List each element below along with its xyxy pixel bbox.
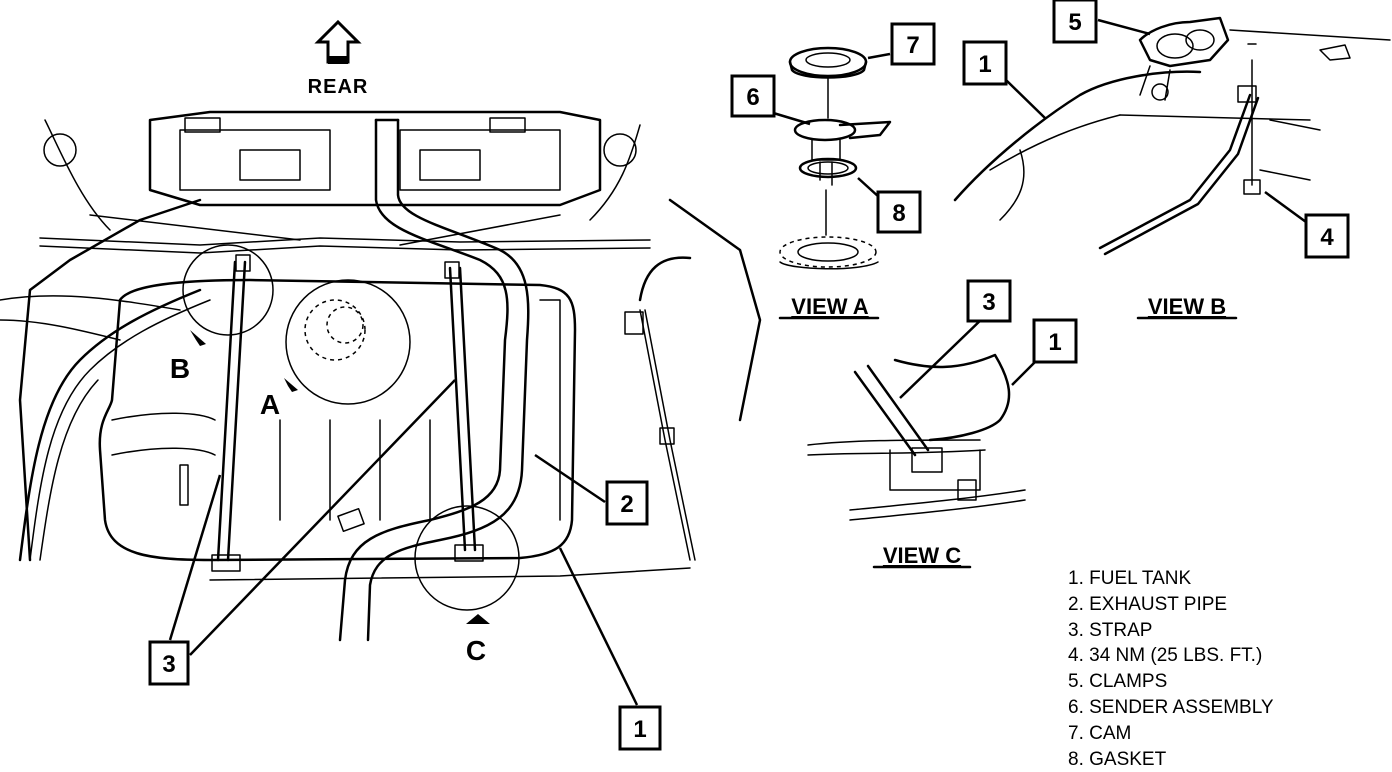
legend-item-fuel-tank: 1. FUEL TANK [1068, 568, 1192, 589]
callout-view-c-fuel-tank: 1 [1032, 318, 1078, 364]
detail-a-circle [285, 279, 411, 405]
svg-text:1: 1 [633, 716, 646, 743]
callout-view-a-cam: 7 [890, 22, 936, 66]
detail-letter-a: A [260, 389, 280, 420]
main-underbody-view: REAR [0, 19, 762, 751]
legend-item-cam: 7. CAM [1068, 722, 1132, 744]
legend-item-exhaust-pipe: 2. EXHAUST PIPE [1068, 593, 1228, 615]
detail-b-circle [182, 244, 274, 336]
svg-text:1: 1 [1048, 329, 1061, 356]
view-b: 5 1 4 VIEW B [953, 0, 1391, 320]
svg-text:2: 2 [620, 491, 633, 518]
view-a-label: VIEW A [791, 294, 869, 319]
detail-letter-b: B [170, 353, 190, 384]
detail-a-arrow-icon [284, 378, 298, 392]
callout-main-exhaust-pipe: 2 [605, 480, 649, 526]
svg-text:4: 4 [1320, 224, 1334, 251]
callout-view-a-gasket: 8 [876, 190, 922, 234]
svg-text:7: 7 [906, 32, 919, 59]
legend-item-torque: 4. 34 NM (25 LBS. FT.) [1068, 645, 1263, 667]
view-c: 3 1 VIEW C [807, 279, 1078, 569]
view-b-label: VIEW B [1148, 294, 1226, 319]
callout-view-b-fuel-tank: 1 [962, 40, 1008, 86]
detail-c-circle [414, 505, 520, 611]
legend-item-gasket: 8. GASKET [1068, 748, 1167, 770]
callout-view-b-bolt: 4 [1304, 213, 1350, 259]
rear-arrow-icon [314, 19, 362, 64]
rear-label: REAR [308, 76, 369, 98]
callout-view-a-sender: 6 [730, 74, 776, 118]
detail-b-arrow-icon [190, 330, 206, 346]
svg-text:3: 3 [162, 651, 175, 678]
parts-legend: 1. FUEL TANK 2. EXHAUST PIPE 3. STRAP 4.… [1068, 566, 1368, 772]
legend-item-strap: 3. STRAP [1068, 619, 1153, 641]
callout-main-fuel-tank: 1 [618, 705, 662, 751]
detail-letter-c: C [466, 635, 486, 666]
svg-text:6: 6 [746, 84, 759, 111]
legend-item-sender-assembly: 6. SENDER ASSEMBLY [1068, 696, 1274, 718]
legend-item-clamps: 5. CLAMPS [1068, 671, 1168, 693]
callout-view-c-strap: 3 [966, 279, 1012, 323]
callout-main-strap: 3 [148, 640, 190, 686]
svg-text:8: 8 [892, 200, 905, 227]
svg-text:1: 1 [978, 51, 991, 78]
view-c-label: VIEW C [883, 543, 961, 568]
view-a: 7 6 8 VIEW A [730, 22, 936, 320]
svg-text:3: 3 [982, 289, 995, 316]
svg-text:5: 5 [1068, 9, 1081, 36]
callout-view-b-clamps: 5 [1052, 0, 1098, 44]
detail-c-arrow-icon [466, 614, 490, 624]
